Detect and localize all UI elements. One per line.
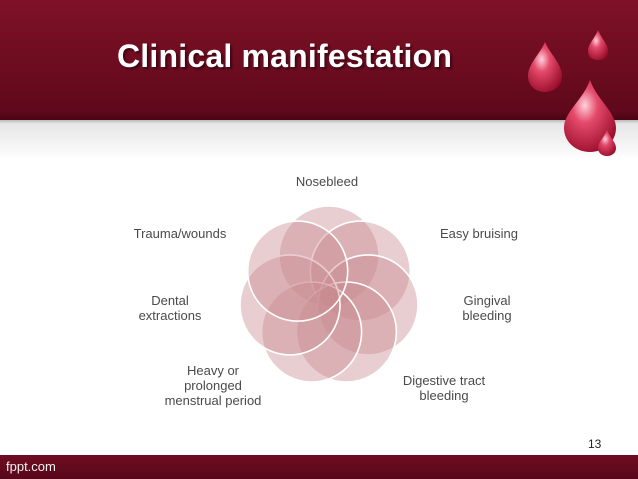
petal-circle xyxy=(260,281,363,383)
node-label-nosebleed: Nosebleed xyxy=(295,174,359,189)
page-number: 13 xyxy=(588,437,602,451)
petal-circle xyxy=(239,254,341,356)
node-label-gingival-bleeding: Gingival bleeding xyxy=(462,293,512,323)
drop-icon xyxy=(528,42,562,92)
petal-circle xyxy=(317,254,419,356)
header-band xyxy=(0,0,638,120)
brand-label: fppt.com xyxy=(6,459,56,474)
node-label-dental-extractions: Dental extractions xyxy=(138,293,202,323)
petal-circle xyxy=(246,220,349,322)
header-divider xyxy=(0,120,638,124)
node-label-menstrual-period: Heavy or prolonged menstrual period xyxy=(164,363,262,408)
node-label-trauma-wounds: Trauma/wounds xyxy=(133,226,227,241)
node-label-easy-bruising: Easy bruising xyxy=(439,226,519,241)
content-gradient xyxy=(0,124,638,160)
blood-drops-decoration xyxy=(528,30,616,156)
drop-icon xyxy=(588,30,608,60)
node-label-digestive-tract-bleeding: Digestive tract bleeding xyxy=(402,373,486,403)
drop-icon xyxy=(598,130,616,156)
footer-band: fppt.com xyxy=(0,455,638,479)
slide-title: Clinical manifestation xyxy=(117,38,453,74)
drop-icon xyxy=(564,80,616,152)
